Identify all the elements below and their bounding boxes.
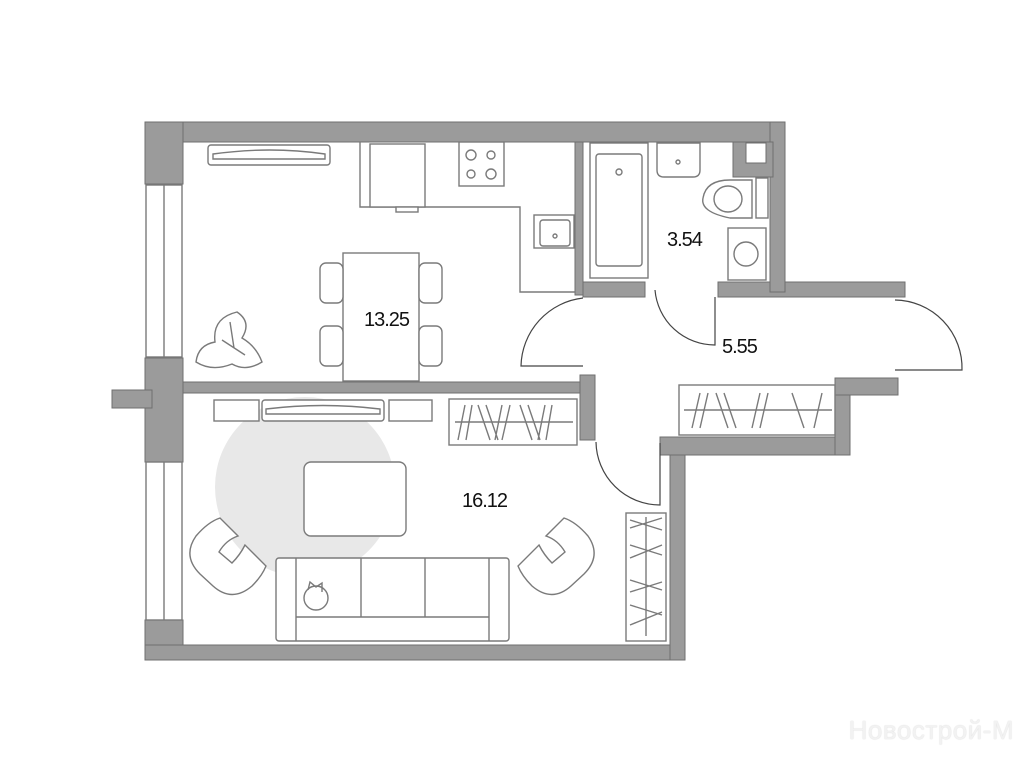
wardrobe-living-side [625, 512, 667, 642]
door-bathroom [654, 289, 716, 346]
toilet [702, 177, 769, 219]
washing-machine [727, 227, 767, 281]
window-living [145, 461, 183, 621]
plant [195, 311, 263, 369]
cat-icon [303, 585, 329, 611]
tv-stand [213, 399, 433, 422]
door-kitchen [520, 297, 584, 367]
watermark: Новострой-М [848, 715, 1014, 745]
area-label-kitchen: 13.25 [364, 309, 410, 331]
area-label-living-room: 16.12 [462, 490, 508, 512]
dining-table [319, 252, 443, 382]
window-kitchen [145, 184, 183, 358]
walls [111, 121, 906, 661]
bathtub [589, 142, 649, 279]
wardrobe-hall [678, 384, 836, 436]
armchair-right [517, 517, 595, 596]
sink [656, 142, 701, 178]
kitchen-counter [359, 141, 575, 293]
sofa [275, 557, 510, 642]
coffee-table [303, 461, 407, 537]
area-label-bathroom: 3.54 [667, 229, 703, 251]
armchair-left [189, 517, 267, 596]
door-living [595, 441, 661, 506]
area-label-hallway: 5.55 [722, 336, 758, 358]
door-entrance [894, 299, 963, 371]
wardrobe-living [448, 398, 578, 446]
radiator-kitchen [207, 144, 331, 166]
